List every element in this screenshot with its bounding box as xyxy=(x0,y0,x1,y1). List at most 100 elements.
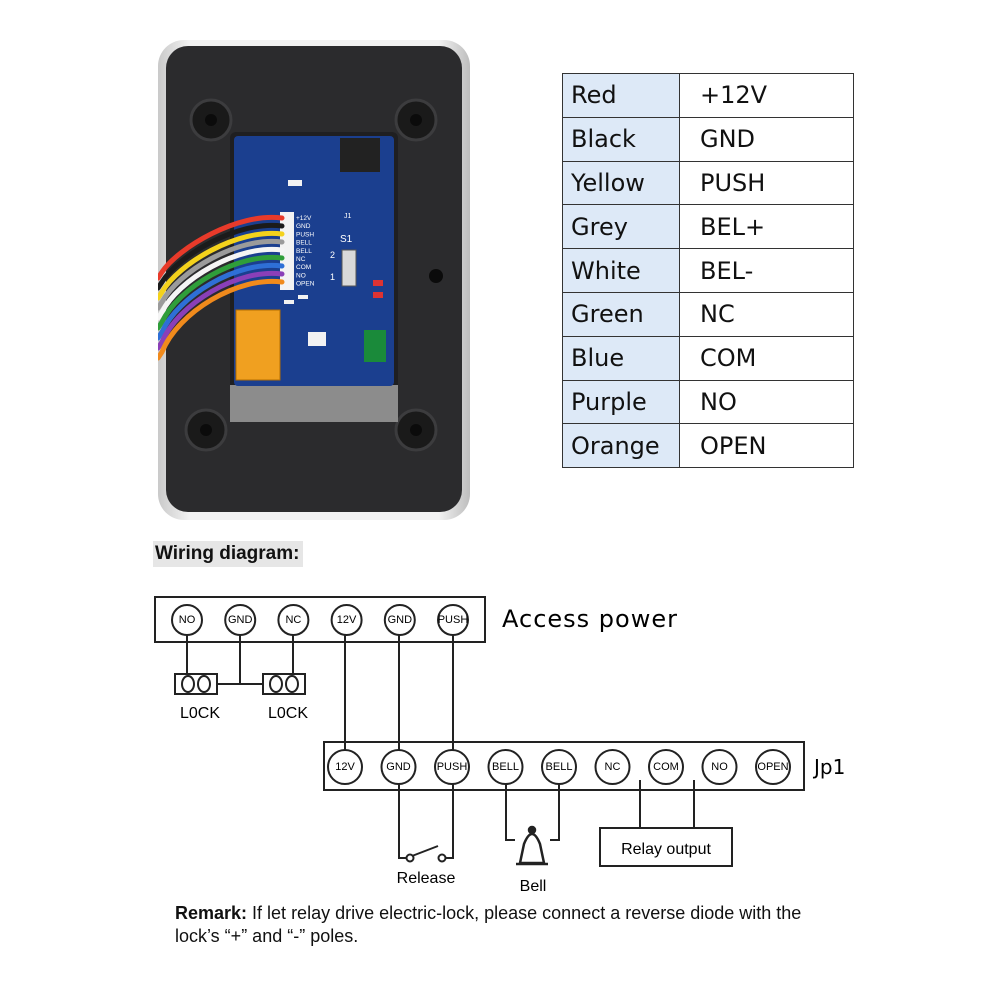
wire-color-cell: Blue xyxy=(562,335,680,381)
signal-cell: +12V xyxy=(679,73,854,118)
wire xyxy=(158,262,285,341)
signal-cell: BEL+ xyxy=(679,204,854,250)
wire xyxy=(158,254,285,331)
access-power-pin-circle xyxy=(330,604,363,636)
signal-cell: COM xyxy=(679,335,854,381)
jp1-pin-circle xyxy=(541,749,577,785)
wire-color-cell: Black xyxy=(562,116,680,162)
access-power-pin-circle xyxy=(277,604,310,636)
jp1-pin-label: PUSH xyxy=(437,761,468,773)
wire-color-cell: Purple xyxy=(562,379,680,425)
pcb-pin-label: NO xyxy=(296,272,306,279)
access-power-pin-circle xyxy=(437,604,469,636)
pcb-switch xyxy=(341,249,357,287)
relay-output-box xyxy=(599,827,733,867)
wire-color-cell: Red xyxy=(562,73,680,118)
color-table-row: Red+12V xyxy=(562,73,854,118)
signal-cell: NC xyxy=(679,291,854,337)
pcb-pin-label: BELL xyxy=(296,240,312,247)
wire-header xyxy=(280,212,294,290)
pcb-pin-label: NC xyxy=(296,256,306,263)
jp1-pin-label: GND xyxy=(386,761,411,773)
relay-output-label: Relay output xyxy=(621,841,711,858)
pcb-pin-label: +12V xyxy=(296,215,312,222)
wire-color-cell: Green xyxy=(562,291,680,337)
wire-harness xyxy=(158,214,285,361)
wire-color-cell: Orange xyxy=(562,423,680,469)
jp1-label: Jp1 xyxy=(812,755,845,779)
pcb-pin-label: OPEN xyxy=(296,281,315,288)
pcb-pin-label: PUSH xyxy=(296,231,314,238)
jp1-pin-circle xyxy=(648,749,684,785)
wiring-diagram: NO GND NC 12V GND PUSH 12V GND PUSH BELL BELL NC CO… xyxy=(154,596,845,895)
access-power-pin-label: GND xyxy=(388,614,413,626)
signal-cell: NO xyxy=(679,379,854,425)
signal-cell: OPEN xyxy=(679,423,854,469)
remark-heading: Remark: xyxy=(175,903,248,923)
wire-color-cell: Grey xyxy=(562,204,680,250)
jp1-pin-label: COM xyxy=(653,761,679,773)
lock-icon-right xyxy=(262,673,306,695)
access-power-pin-label: 12V xyxy=(337,614,357,626)
wire xyxy=(158,270,285,351)
access-power-pin-circle xyxy=(224,604,257,636)
access-power-pin-label: NC xyxy=(285,614,301,626)
signal-cell: GND xyxy=(679,116,854,162)
access-power-pin-label: PUSH xyxy=(438,614,469,626)
remark-text: If let relay drive electric-lock, please… xyxy=(175,903,802,946)
access-power-pin-circle xyxy=(383,604,416,636)
pcb-chip xyxy=(340,138,380,172)
access-power-label: Access power xyxy=(502,605,678,633)
jp1-pin-label: 12V xyxy=(335,761,355,773)
wire xyxy=(158,214,285,281)
pcb-pin-label: GND xyxy=(296,223,311,230)
jp1-pin-label: BELL xyxy=(492,761,519,773)
pcb-relay xyxy=(235,309,281,381)
jp1-strip xyxy=(323,741,805,791)
wire xyxy=(158,222,285,291)
remark-note: Remark: If let relay drive electric-lock… xyxy=(175,902,815,948)
wire xyxy=(158,278,285,361)
switch-pos-1: 1 xyxy=(330,272,335,282)
jp1-pin-circle xyxy=(701,749,738,785)
signal-cell: PUSH xyxy=(679,160,854,206)
jp1-pin-label: NC xyxy=(605,761,621,773)
wire xyxy=(158,230,285,301)
lock-label-left: L0CK xyxy=(180,705,220,722)
jp1-pin-circle xyxy=(327,749,363,785)
access-power-pin-label: NO xyxy=(179,614,196,626)
wire xyxy=(158,238,285,311)
wire xyxy=(158,246,285,321)
jp1-pin-circle xyxy=(594,749,631,785)
jp1-pin-circle xyxy=(434,749,470,785)
access-power-strip xyxy=(154,596,486,643)
release-contact-right xyxy=(437,853,447,863)
release-contact-left xyxy=(405,853,415,863)
switch-label: S1 xyxy=(340,234,353,245)
jp1-pin-label: NO xyxy=(711,761,728,773)
jp1-pin-circle xyxy=(755,749,791,785)
pcb-pin-label: BELL xyxy=(296,248,312,255)
release-label: Release xyxy=(397,870,456,887)
jp1-pin-label: BELL xyxy=(546,761,573,773)
access-power-pin-label: GND xyxy=(228,614,253,626)
jp1-pin-circle xyxy=(380,749,417,785)
header-label: J1 xyxy=(344,213,352,220)
diagram-title: Wiring diagram: xyxy=(153,541,304,567)
switch-pos-2: 2 xyxy=(330,250,335,260)
pcb-led xyxy=(364,330,386,362)
bell-icon xyxy=(516,825,548,866)
access-power-pin-circle xyxy=(171,604,203,636)
connector-block xyxy=(230,385,398,422)
